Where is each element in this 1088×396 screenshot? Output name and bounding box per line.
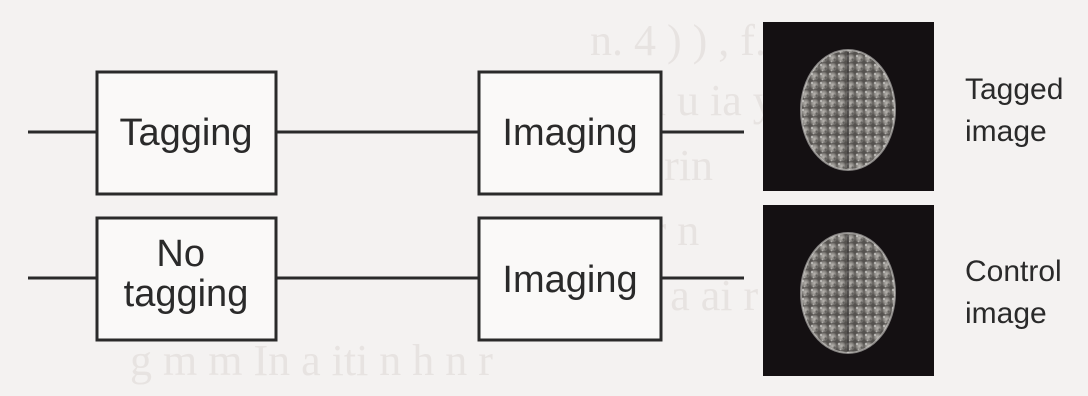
control-imaging-box-label: Imaging xyxy=(502,259,637,301)
tagged-imaging-box: Imaging xyxy=(477,70,663,196)
tagged-image-label: Tagged image xyxy=(965,73,1072,148)
control-mri-image xyxy=(763,205,934,376)
control-imaging-box: Imaging xyxy=(477,216,663,342)
svg-text:g m m In a iti n h n: g m m In a iti n h n r xyxy=(130,336,493,385)
tagged-imaging-box-label: Imaging xyxy=(502,112,637,154)
control-image-label: Control image xyxy=(965,255,1070,330)
tagged-row: Tagging Imaging Tagged image xyxy=(28,22,1072,196)
control-row: No tagging Imaging Control image xyxy=(28,205,1070,376)
tagged-mri-image xyxy=(763,22,934,191)
no-tagging-box-label: No tagging xyxy=(124,233,249,315)
tagging-box: Tagging xyxy=(95,70,278,196)
tagging-box-label: Tagging xyxy=(119,112,252,154)
no-tagging-box: No tagging xyxy=(95,216,278,342)
